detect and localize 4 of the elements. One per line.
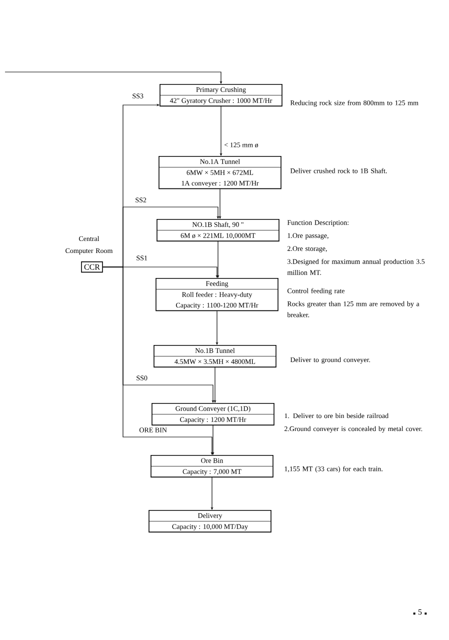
ccr-box: CCR bbox=[81, 261, 103, 273]
arrow bbox=[102, 266, 214, 455]
arrow bbox=[4, 72, 222, 84]
page-number: 5 bbox=[413, 609, 427, 615]
